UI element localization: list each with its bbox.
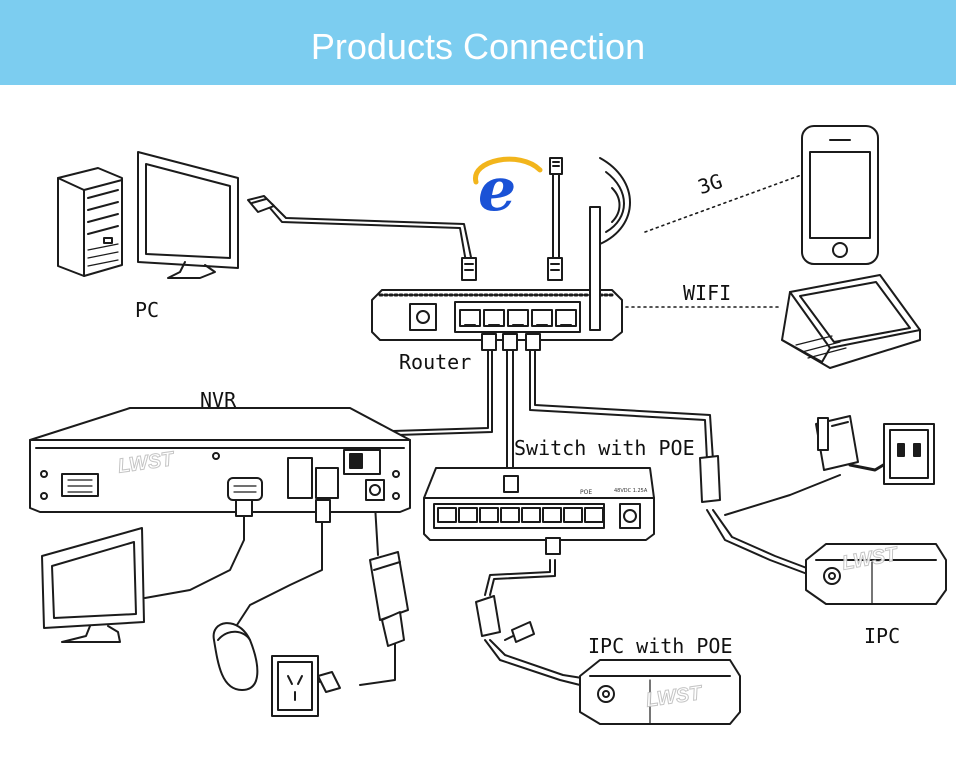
pc-tower [57, 167, 123, 277]
label-ipc-poe: IPC with POE [588, 634, 733, 658]
power-panel-label: 48VDC 1.25A [614, 488, 648, 494]
internet-cable-plug [549, 157, 563, 175]
label-ipc: IPC [864, 624, 901, 648]
label-router: Router [399, 350, 472, 374]
pc-ethernet-plug [247, 195, 275, 213]
laptop [781, 274, 921, 369]
smartphone [801, 125, 879, 265]
router [371, 157, 631, 351]
label-wifi: WIFI [683, 281, 732, 305]
power-adapter [369, 551, 409, 647]
ipc-poe-camera [475, 595, 741, 725]
poe-panel-label: POE [580, 489, 592, 496]
ie-icon: e [473, 155, 543, 225]
header-banner: Products Connection [0, 0, 956, 85]
mouse [212, 622, 259, 691]
ipc-power-adapter [815, 415, 859, 471]
wall-outlet-nvr [271, 655, 341, 717]
nvr-monitor [41, 527, 145, 643]
wall-outlet-ipc [883, 423, 935, 485]
ipc-camera [699, 455, 947, 605]
page-title: Products Connection [310, 26, 646, 67]
label-switch: Switch with POE [514, 436, 695, 460]
label-pc: PC [135, 298, 160, 322]
label-nvr: NVR [200, 388, 237, 412]
cables [144, 169, 902, 686]
pc-monitor [137, 151, 239, 279]
nvr [29, 407, 411, 523]
poe-switch [423, 467, 655, 555]
